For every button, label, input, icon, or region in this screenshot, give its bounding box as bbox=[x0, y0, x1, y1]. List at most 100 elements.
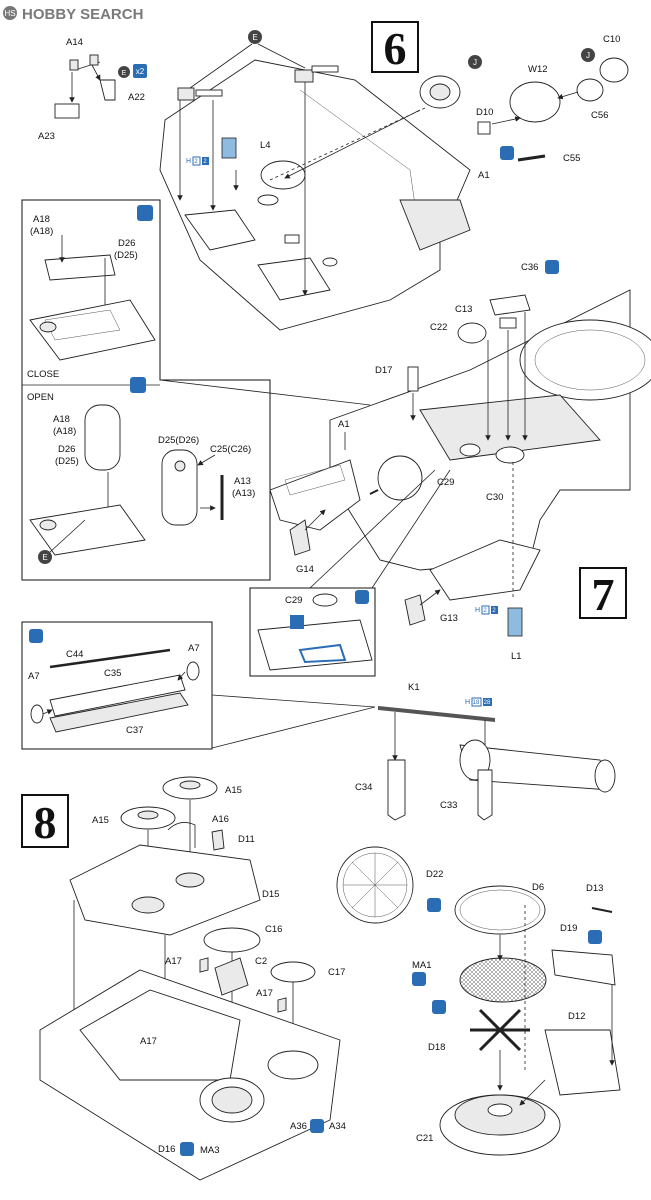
label-d26-open: D26 bbox=[58, 444, 75, 455]
label-c25c26: C25(C26) bbox=[210, 444, 251, 455]
label-d16: D16 bbox=[158, 1144, 175, 1155]
glue-icon-ma1-b bbox=[432, 1000, 446, 1014]
label-d6: D6 bbox=[532, 882, 544, 893]
label-d25p-close: (D25) bbox=[114, 250, 138, 261]
part-l1-photoetch bbox=[507, 607, 523, 637]
label-c44: C44 bbox=[66, 649, 83, 660]
hinge-block-right bbox=[294, 69, 314, 83]
label-c13: C13 bbox=[455, 304, 472, 315]
part-c44 bbox=[49, 648, 171, 669]
part-d12 bbox=[544, 1029, 621, 1096]
step-8-number: 8 bbox=[34, 797, 57, 848]
inset-open-label: OPEN bbox=[27, 392, 54, 403]
icon-h-num-a: 2 bbox=[194, 159, 198, 165]
part-a16 bbox=[167, 822, 196, 848]
label-d18: D18 bbox=[428, 1042, 445, 1053]
glue-icon-inset bbox=[137, 205, 153, 221]
icon-h-label-7: H bbox=[475, 607, 480, 614]
label-a13: A13 bbox=[234, 476, 251, 487]
fender-right bbox=[429, 539, 541, 601]
label-c37: C37 bbox=[126, 725, 143, 736]
part-c16 bbox=[203, 927, 261, 953]
glue-icon-d19 bbox=[588, 930, 602, 944]
step-7-number: 7 bbox=[592, 569, 615, 620]
part-a7-left bbox=[30, 704, 44, 724]
step-8-box bbox=[21, 794, 69, 848]
label-l1: L1 bbox=[511, 651, 522, 662]
part-d13 bbox=[591, 907, 613, 913]
part-c33 bbox=[477, 769, 493, 821]
icon-h-num-7a: 2 bbox=[483, 608, 487, 614]
hatch-handle-ring bbox=[377, 455, 423, 501]
label-d15: D15 bbox=[262, 889, 279, 900]
label-a22: A22 bbox=[128, 92, 145, 103]
part-c22 bbox=[457, 322, 487, 344]
label-d25d26: D25(D26) bbox=[158, 435, 199, 446]
hull-plate-a1 bbox=[159, 59, 471, 331]
label-w12: W12 bbox=[528, 64, 548, 75]
part-l4-photoetch bbox=[221, 137, 237, 159]
svg-text:HS: HS bbox=[4, 9, 15, 18]
step-6-section: 6 E L4 H 2 2 bbox=[38, 21, 629, 331]
part-d6-ring bbox=[454, 885, 546, 935]
label-a13p: (A13) bbox=[232, 488, 255, 499]
part-a7-right bbox=[186, 661, 200, 681]
glue-icon-a36 bbox=[310, 1119, 324, 1133]
label-d26-close: D26 bbox=[118, 238, 135, 249]
parts-j-icon-1: J bbox=[473, 58, 477, 67]
rail-k1-assembly: H 18 28 K1 C34 C33 bbox=[355, 682, 616, 821]
label-d13: D13 bbox=[586, 883, 603, 894]
part-g14 bbox=[289, 519, 311, 556]
icon-h-num-b: 2 bbox=[203, 159, 207, 165]
part-d18-star bbox=[470, 1008, 530, 1052]
label-a18p-close: (A18) bbox=[30, 226, 53, 237]
step-7-section: 7 C36 C13 C22 D17 A1 C29 C30 G14 bbox=[249, 260, 651, 677]
step-6-number: 6 bbox=[384, 23, 407, 74]
part-c36 bbox=[489, 294, 531, 316]
label-a17c: A17 bbox=[140, 1036, 157, 1047]
tube-assembly-inset: C44 A7 A7 C35 C37 bbox=[21, 621, 376, 750]
hatch-opening-left bbox=[184, 209, 256, 251]
label-a7b: A7 bbox=[28, 671, 40, 682]
parts-j-icon-2: J bbox=[586, 51, 590, 60]
label-ma1: MA1 bbox=[412, 960, 432, 971]
part-d11 bbox=[211, 829, 225, 851]
label-a36: A36 bbox=[290, 1121, 307, 1132]
glue-icon-tube bbox=[29, 629, 43, 643]
part-c35 bbox=[49, 674, 186, 717]
fender-left bbox=[269, 459, 361, 531]
step-7-box bbox=[579, 567, 627, 619]
label-c2: C2 bbox=[255, 956, 267, 967]
label-c17: C17 bbox=[328, 967, 345, 978]
label-c56: C56 bbox=[591, 110, 608, 121]
step-6-box bbox=[371, 21, 419, 73]
x2-icon-text: x2 bbox=[136, 67, 145, 76]
label-c55: C55 bbox=[563, 153, 580, 164]
part-c37 bbox=[49, 692, 189, 733]
label-a7a: A7 bbox=[188, 643, 200, 654]
hatch-d26-closed bbox=[44, 254, 116, 281]
label-k1: K1 bbox=[408, 682, 420, 693]
blue-hatch-icon bbox=[290, 615, 304, 629]
part-d17 bbox=[407, 366, 419, 392]
label-d19: D19 bbox=[560, 923, 577, 934]
inset-close-label: CLOSE bbox=[27, 369, 59, 380]
part-d10 bbox=[477, 121, 491, 135]
part-g13 bbox=[404, 594, 426, 626]
label-c21: C21 bbox=[416, 1133, 433, 1144]
part-a22 bbox=[99, 79, 116, 101]
label-c30: C30 bbox=[486, 492, 503, 503]
icon-h-label-k1: H bbox=[465, 699, 470, 706]
glue-icon-c29 bbox=[355, 590, 369, 604]
part-d15-plate bbox=[69, 844, 261, 936]
icon-h-label: H bbox=[186, 158, 191, 165]
label-ma3: MA3 bbox=[200, 1145, 220, 1156]
watermark-logo: HS HOBBY SEARCH bbox=[3, 6, 143, 23]
label-c22: C22 bbox=[430, 322, 447, 333]
part-w12-lens bbox=[509, 81, 561, 123]
hatch-d25-open bbox=[161, 449, 198, 526]
parts-e-icon: E bbox=[252, 33, 257, 42]
glue-icon-open bbox=[130, 377, 146, 393]
icon-h-num-7b: 2 bbox=[492, 608, 496, 614]
